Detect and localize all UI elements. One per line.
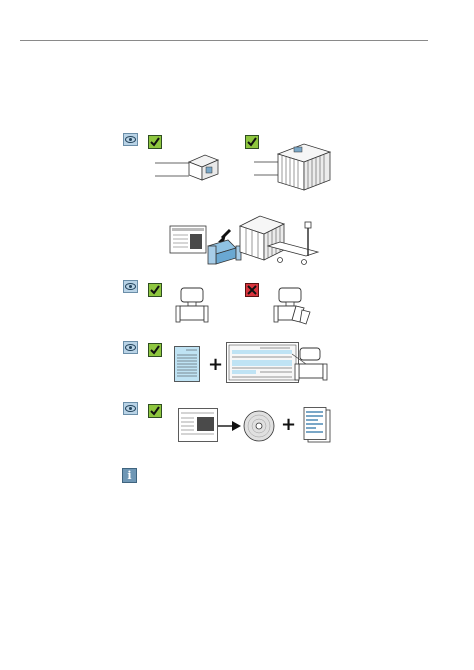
check-icon xyxy=(245,135,259,149)
manual-illustration xyxy=(178,408,218,442)
plus-sign: + xyxy=(281,414,297,435)
header-rule xyxy=(20,40,428,41)
cd-icon xyxy=(243,410,275,442)
damaged-meter-illustration xyxy=(273,287,311,325)
unpacking-illustration xyxy=(169,215,320,265)
eye-icon xyxy=(123,402,138,415)
eye-icon xyxy=(123,341,138,354)
intact-meter-illustration xyxy=(175,287,209,323)
check-icon xyxy=(148,404,162,418)
arrow-icon xyxy=(218,421,241,431)
cross-icon xyxy=(245,283,259,297)
small-package-illustration xyxy=(155,154,220,181)
check-icon xyxy=(148,343,162,357)
plus-sign: + xyxy=(208,354,224,375)
delivery-note-illustration xyxy=(174,346,200,382)
crate-illustration xyxy=(254,143,332,191)
document-pages-icon xyxy=(303,407,331,443)
info-icon: i xyxy=(122,468,137,483)
eye-icon xyxy=(123,133,138,146)
check-icon xyxy=(148,283,162,297)
check-icon xyxy=(148,135,162,149)
nameplate-meter-illustration xyxy=(226,342,328,383)
eye-icon xyxy=(123,280,138,293)
